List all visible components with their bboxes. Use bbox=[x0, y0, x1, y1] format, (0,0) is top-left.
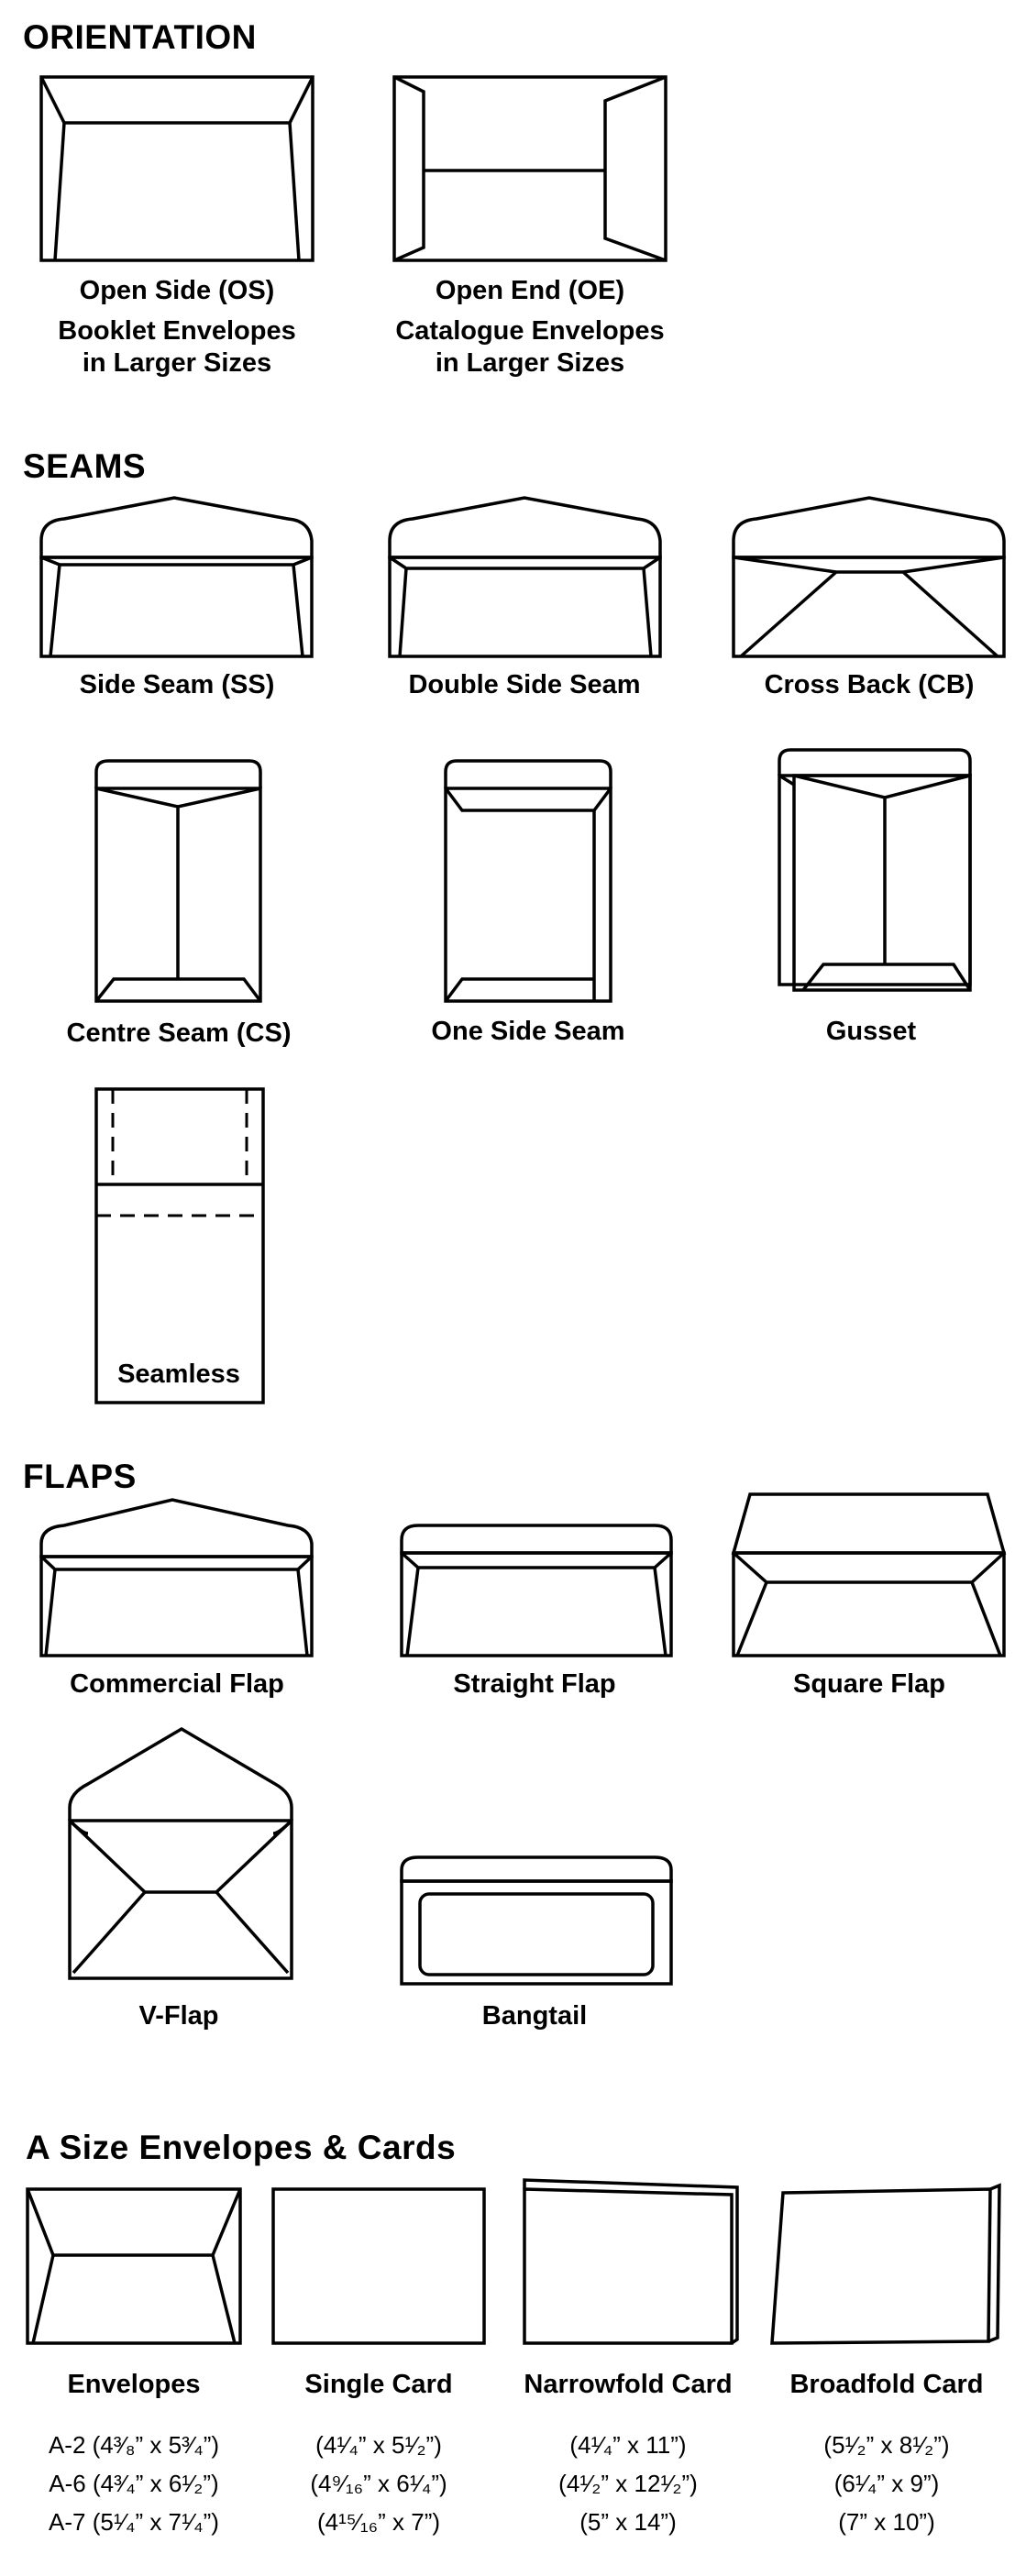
cross-back-label: Cross Back (CB) bbox=[764, 670, 975, 699]
envelope-size-a6: A-6 (4³⁄₄” x 6¹⁄₂”) bbox=[49, 2470, 219, 2497]
one-side-seam-drawing bbox=[446, 761, 611, 1001]
commercial-flap-label: Commercial Flap bbox=[70, 1669, 284, 1699]
gusset-label: Gusset bbox=[825, 1017, 917, 1046]
square-flap-label: Square Flap bbox=[793, 1669, 945, 1699]
seams-heading: SEAMS bbox=[23, 447, 147, 485]
double-side-seam-drawing bbox=[390, 498, 660, 656]
broadfold-card-drawing bbox=[772, 2185, 999, 2343]
broadfold-card-size-2: (6¹⁄₄” x 9”) bbox=[833, 2470, 940, 2497]
orientation-heading: ORIENTATION bbox=[23, 18, 257, 56]
seamless-label: Seamless bbox=[117, 1360, 240, 1389]
open-side-note-line2: in Larger Sizes bbox=[82, 348, 272, 378]
seamless-drawing bbox=[96, 1089, 263, 1403]
narrowfold-card-column-label: Narrowfold Card bbox=[524, 2370, 733, 2399]
straight-flap-label: Straight Flap bbox=[453, 1669, 616, 1699]
narrowfold-card-size-3: (5” x 14”) bbox=[579, 2508, 677, 2536]
bangtail-label: Bangtail bbox=[481, 2001, 588, 2031]
envelopes-column-label: Envelopes bbox=[67, 2370, 201, 2399]
envelope-size-a7: A-7 (5¹⁄₄” x 7¹⁄₄”) bbox=[49, 2508, 219, 2536]
v-flap-label: V-Flap bbox=[138, 2001, 219, 2031]
open-side-note-line1: Booklet Envelopes bbox=[58, 316, 296, 346]
bangtail-drawing bbox=[402, 1857, 671, 1984]
open-side-envelope-drawing bbox=[41, 77, 313, 260]
straight-flap-drawing bbox=[402, 1525, 671, 1656]
narrowfold-card-drawing bbox=[524, 2180, 737, 2343]
open-side-label: Open Side (OS) bbox=[79, 276, 275, 305]
a-size-heading: A Size Envelopes & Cards bbox=[26, 2129, 457, 2166]
narrowfold-card-size-1: (4¹⁄₄” x 11”) bbox=[569, 2431, 687, 2459]
cross-back-drawing bbox=[734, 498, 1004, 656]
seamless-fold-lines bbox=[96, 1089, 263, 1216]
narrowfold-card-size-2: (4¹⁄₂” x 12¹⁄₂”) bbox=[558, 2470, 698, 2497]
gusset-drawing bbox=[779, 750, 970, 990]
v-flap-drawing bbox=[70, 1729, 292, 1978]
single-card-drawing bbox=[273, 2189, 484, 2343]
single-card-column-label: Single Card bbox=[304, 2370, 453, 2399]
commercial-flap-drawing bbox=[41, 1500, 312, 1656]
double-side-seam-label: Double Side Seam bbox=[408, 670, 641, 699]
flaps-heading: FLAPS bbox=[23, 1458, 137, 1495]
centre-seam-label: Centre Seam (CS) bbox=[66, 1018, 292, 1048]
centre-seam-drawing bbox=[96, 761, 260, 1001]
side-seam-label: Side Seam (SS) bbox=[79, 670, 275, 699]
open-end-envelope-drawing bbox=[394, 77, 666, 260]
open-end-note-line2: in Larger Sizes bbox=[435, 348, 625, 378]
one-side-seam-label: One Side Seam bbox=[431, 1017, 625, 1046]
single-card-size-1: (4¹⁄₄” x 5¹⁄₂”) bbox=[315, 2431, 442, 2459]
broadfold-card-size-1: (5¹⁄₂” x 8¹⁄₂”) bbox=[823, 2431, 950, 2459]
single-card-size-2: (4⁹⁄₁₆” x 6¹⁄₄”) bbox=[310, 2470, 447, 2497]
open-end-label: Open End (OE) bbox=[435, 276, 625, 305]
open-end-note-line1: Catalogue Envelopes bbox=[395, 316, 665, 346]
broadfold-card-column-label: Broadfold Card bbox=[789, 2370, 984, 2399]
square-flap-drawing bbox=[734, 1494, 1004, 1656]
single-card-size-3: (4¹⁵⁄₁₆” x 7”) bbox=[316, 2508, 441, 2536]
side-seam-drawing bbox=[41, 498, 312, 656]
broadfold-card-size-3: (7” x 10”) bbox=[838, 2508, 935, 2536]
a-size-envelope-drawing bbox=[28, 2189, 240, 2343]
envelope-size-a2: A-2 (4³⁄₈” x 5³⁄₄”) bbox=[48, 2431, 220, 2459]
